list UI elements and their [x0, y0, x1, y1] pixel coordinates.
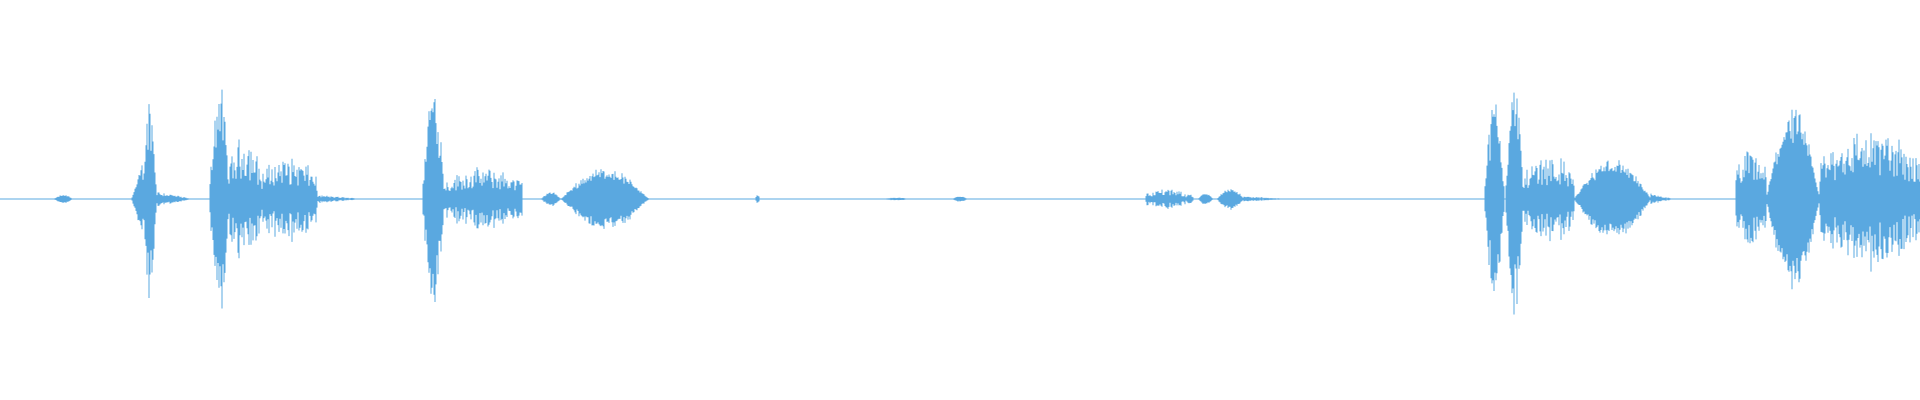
waveform-trace	[54, 89, 1920, 315]
